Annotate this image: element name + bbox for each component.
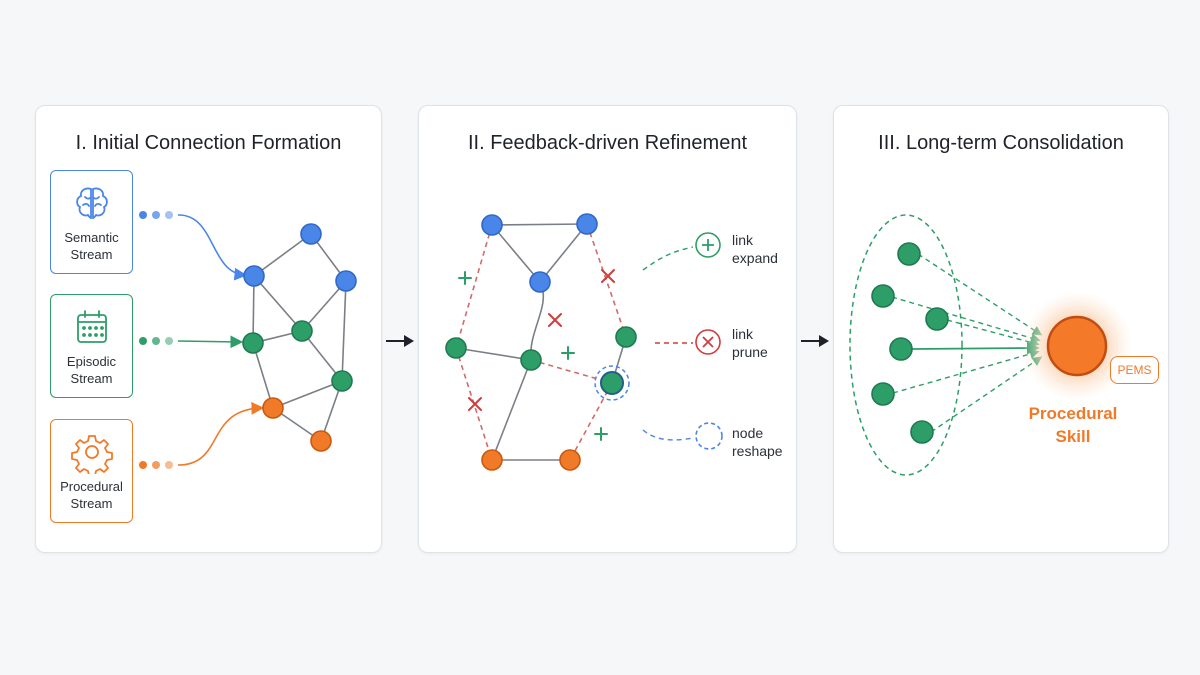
legend-node-reshape	[642, 422, 723, 450]
stream-label: Stream	[70, 371, 113, 386]
episodic-connection-arrow	[177, 335, 244, 349]
legend-link-prune	[655, 329, 721, 355]
stream-label: Stream	[70, 496, 113, 511]
cross-icon	[468, 397, 482, 411]
graph2-marks	[458, 269, 615, 441]
episodic-stream-box: Episodic Stream	[50, 294, 133, 398]
stream-dots-episodic	[139, 337, 173, 345]
gear-icon	[70, 435, 113, 474]
node-cluster-boundary	[849, 214, 963, 476]
procedural-skill-node	[1046, 315, 1108, 377]
cross-icon	[548, 313, 562, 327]
panel-title: I. Initial Connection Formation	[75, 132, 342, 154]
stream-label: Episodic	[66, 354, 117, 369]
semantic-connection-arrow	[177, 214, 248, 281]
plus-icon	[561, 346, 575, 360]
stream-label: Procedural	[60, 479, 123, 494]
plus-icon	[458, 271, 472, 285]
procedural-stream-box: Procedural Stream	[50, 419, 133, 523]
panel-title: II. Feedback-driven Refinement	[467, 132, 748, 154]
legend-label-link-prune: link prune	[732, 326, 768, 360]
consolidation-nodes	[871, 242, 949, 444]
graph2-nodes	[445, 213, 637, 471]
legend-label-link-expand: link expand	[732, 232, 778, 266]
arrow-right-icon	[801, 335, 829, 347]
legend-link-expand	[642, 232, 721, 271]
arrow-right-icon	[386, 335, 414, 347]
consolidation-links	[891, 253, 1043, 433]
pems-badge: PEMS	[1110, 356, 1159, 384]
calendar-icon	[76, 310, 107, 343]
semantic-stream-box: Semantic Stream	[50, 170, 133, 274]
plus-icon	[594, 427, 608, 441]
cross-icon	[601, 269, 615, 283]
graph1-nodes	[242, 223, 357, 452]
procedural-connection-arrow	[177, 401, 265, 466]
graph2-edges	[455, 223, 627, 461]
panel-feedback-driven-refinement: II. Feedback-driven Refinement	[418, 105, 797, 553]
legend-label-node-reshape: node reshape	[732, 425, 783, 459]
panel-title: III. Long-term Consolidation	[878, 132, 1124, 154]
brain-icon	[75, 187, 108, 219]
stream-dots-semantic	[139, 211, 173, 219]
procedural-skill-label: Procedural Skill	[1028, 404, 1118, 446]
stream-label: Stream	[70, 247, 113, 262]
stream-label: Semantic	[64, 230, 119, 245]
stream-dots-procedural	[139, 461, 173, 469]
